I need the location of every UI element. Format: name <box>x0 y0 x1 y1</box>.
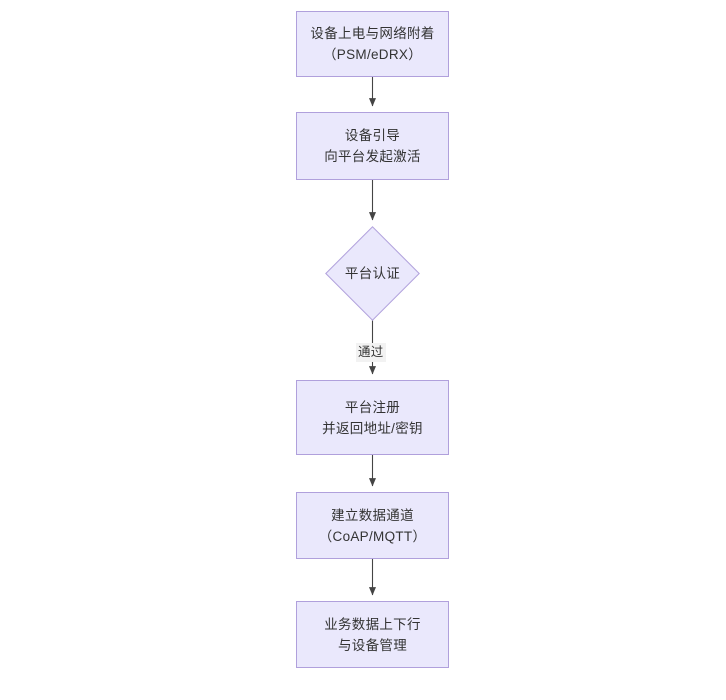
node-label: 业务数据上下行 与设备管理 <box>324 616 421 653</box>
flowchart-node-platform-register[interactable]: 平台注册 并返回地址/密钥 <box>296 380 449 455</box>
node-label: 设备引导 向平台发起激活 <box>324 128 421 164</box>
flowchart-node-data-channel[interactable]: 建立数据通道 （CoAP/MQTT） <box>296 492 449 559</box>
flowchart-node-device-power-on[interactable]: 设备上电与网络附着 （PSM/eDRX） <box>296 11 449 77</box>
node-label: 平台认证 <box>344 265 401 281</box>
flowchart-node-business-data[interactable]: 业务数据上下行 与设备管理 <box>296 601 449 668</box>
node-label: 设备上电与网络附着 （PSM/eDRX） <box>310 26 435 62</box>
flowchart-node-device-bootstrap[interactable]: 设备引导 向平台发起激活 <box>296 112 449 180</box>
edge-label-pass: 通过 <box>356 343 386 362</box>
node-label: 建立数据通道 （CoAP/MQTT） <box>318 507 427 544</box>
flowchart-node-platform-auth[interactable]: 平台认证 <box>325 225 420 321</box>
node-label: 平台注册 并返回地址/密钥 <box>322 399 423 436</box>
